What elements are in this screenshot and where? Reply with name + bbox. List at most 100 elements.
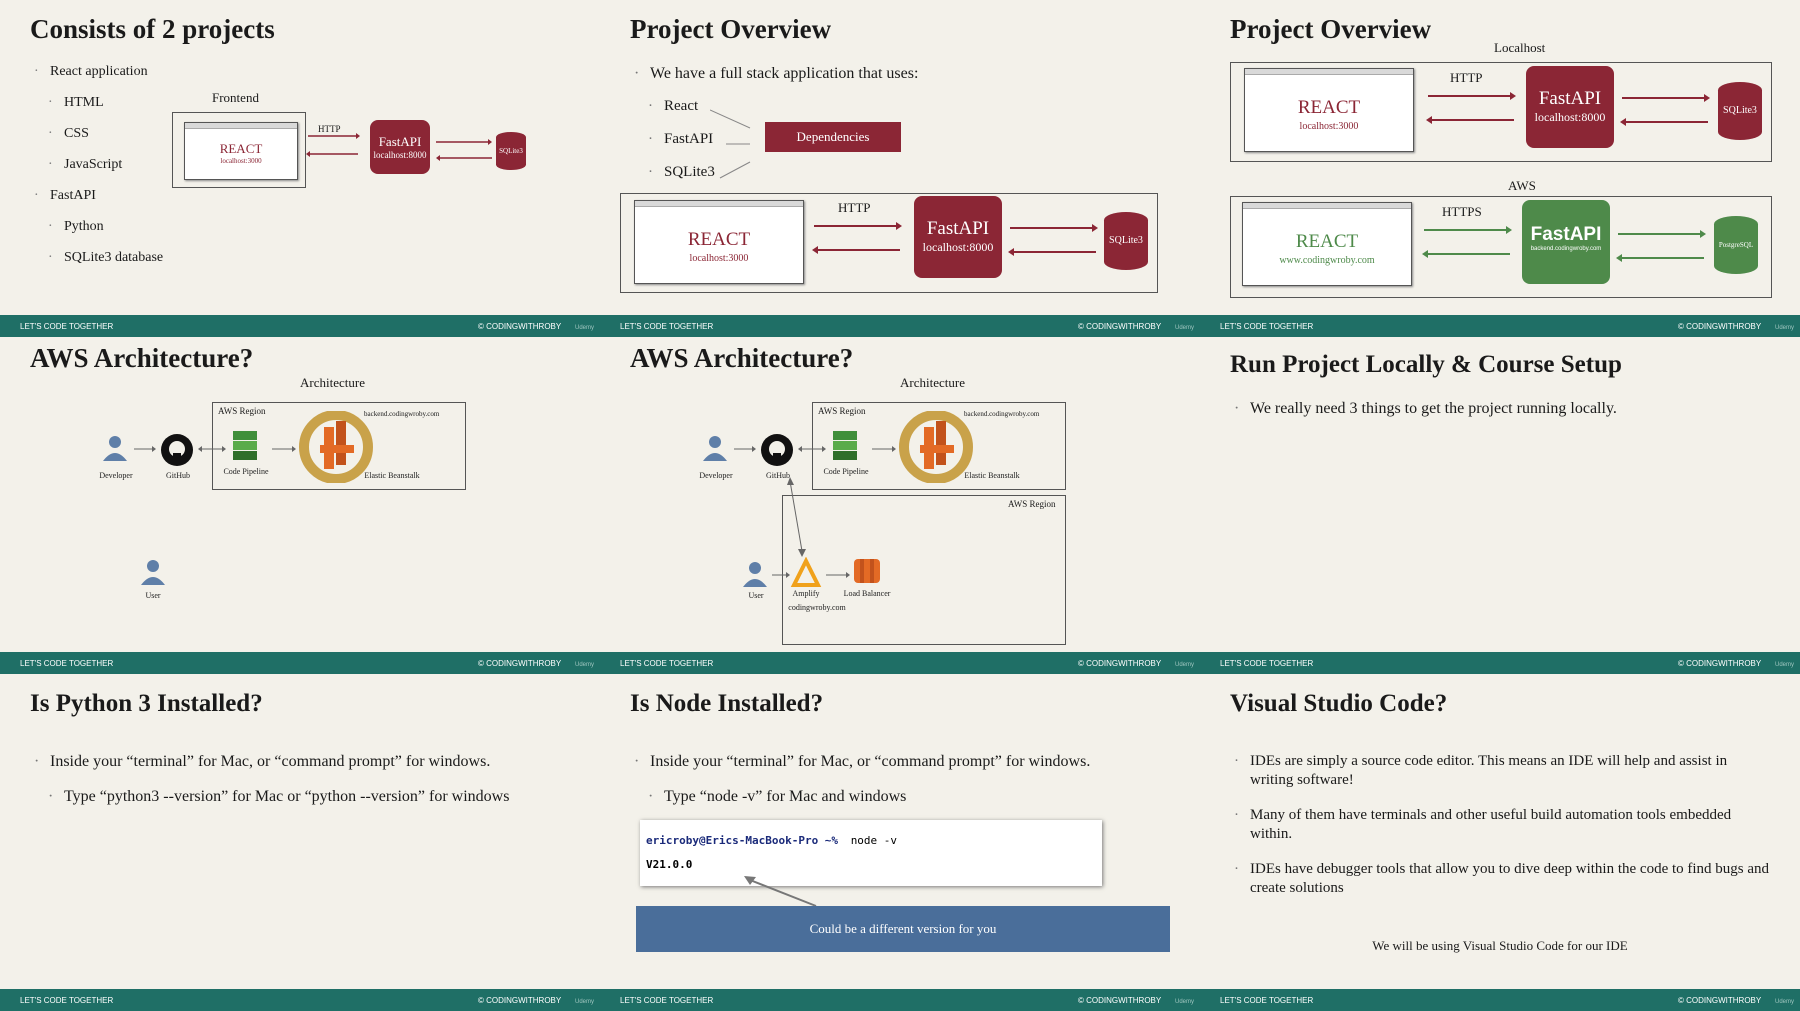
slide-title: AWS Architecture?	[30, 343, 254, 373]
developer-icon	[703, 436, 727, 461]
localhost-label: Localhost	[1494, 40, 1546, 55]
frontend-domain: codingwroby.com	[788, 603, 846, 612]
fastapi-url: localhost:8000	[1534, 110, 1606, 124]
http-label: HTTP	[838, 200, 871, 215]
aws-label: AWS	[1508, 178, 1536, 193]
arrow	[134, 446, 156, 452]
slide-6[interactable]: Run Project Locally & Course Setup We re…	[1200, 337, 1800, 674]
aws-region-label-2: AWS Region	[1008, 499, 1056, 509]
footer-left: LET'S CODE TOGETHER	[1220, 996, 1314, 1005]
arrow	[198, 446, 226, 452]
load-balancer-icon	[854, 559, 880, 583]
arrows	[1426, 92, 1516, 124]
arrows	[436, 139, 492, 161]
bullet-list: We have a full stack application that us…	[630, 64, 918, 196]
slide-8[interactable]: Is Node Installed? Inside your “terminal…	[600, 674, 1200, 1011]
slide-7[interactable]: Is Python 3 Installed? Inside your “term…	[0, 674, 600, 1011]
slide-3[interactable]: Project Overview Localhost REACT localho…	[1200, 0, 1800, 337]
slide-2[interactable]: Project Overview We have a full stack ap…	[600, 0, 1200, 337]
elastic-beanstalk-icon	[899, 411, 973, 483]
slide-4[interactable]: AWS Architecture? Architecture AWS Regio…	[0, 337, 600, 674]
github-icon	[161, 434, 193, 466]
slide-title: Project Overview	[1230, 14, 1432, 44]
fastapi-box: FastAPI localhost:8000	[914, 196, 1002, 278]
bullet: SQLite3	[630, 163, 918, 182]
fastapi-label: FastAPI	[378, 134, 422, 149]
https-label: HTTPS	[1442, 204, 1482, 219]
footer-udemy: Udemy	[1774, 325, 1794, 331]
slide-footer: LET'S CODE TOGETHER © CODINGWITHROBY Ude…	[0, 315, 600, 337]
stack-box	[620, 193, 1158, 293]
arrow	[872, 446, 896, 452]
slide-footer: LET'S CODE TOGETHER © CODINGWITHROBY Ude…	[600, 315, 1200, 337]
react-url: localhost:3000	[220, 157, 262, 165]
bullet: Type “python3 --version” for Mac or “pyt…	[30, 787, 509, 806]
react-label: REACT	[687, 229, 751, 250]
user-icon	[141, 560, 165, 585]
bullet: Type “node -v” for Mac and windows	[630, 787, 1090, 806]
react-label: REACT	[219, 141, 263, 156]
github-caption: GitHub	[166, 471, 190, 480]
pipeline-caption: Code Pipeline	[823, 467, 869, 476]
developer-caption: Developer	[99, 471, 133, 480]
code-pipeline-icon	[233, 431, 257, 460]
footer-left: LET'S CODE TOGETHER	[1220, 322, 1314, 331]
slide-footer: LET'S CODE TOGETHER © CODINGWITHROBY Ude…	[1200, 315, 1800, 337]
bullet: Many of them have terminals and other us…	[1230, 806, 1770, 844]
aws-box	[1230, 196, 1772, 298]
arrow	[787, 477, 806, 557]
slide-title: Project Overview	[630, 14, 832, 44]
bullet: Inside your “terminal” for Mac, or “comm…	[630, 752, 1090, 771]
react-window: REACT localhost:3000	[634, 200, 804, 284]
aws-region-label: AWS Region	[218, 406, 266, 416]
react-label: REACT	[1297, 97, 1361, 118]
slide-9[interactable]: Visual Studio Code? IDEs are simply a so…	[1200, 674, 1800, 1011]
bullet: We have a full stack application that us…	[630, 64, 918, 83]
slide-5[interactable]: AWS Architecture? Architecture AWS Regio…	[600, 337, 1200, 674]
frontend-box	[172, 112, 306, 188]
bullet-list: React application HTML CSS JavaScript Fa…	[30, 62, 163, 279]
slide-footer: LET'S CODE TOGETHER © CODINGWITHROBY Ude…	[1200, 989, 1800, 1011]
react-label: REACT	[1295, 231, 1359, 252]
footer-left: LET'S CODE TOGETHER	[620, 996, 714, 1005]
fastapi-box: FastAPI localhost:8000	[1526, 66, 1614, 148]
fastapi-label: FastAPI	[1538, 88, 1602, 109]
user-caption: User	[748, 591, 764, 600]
fastapi-label: FastAPI	[926, 218, 990, 239]
footer-left: LET'S CODE TOGETHER	[20, 996, 114, 1005]
bullet-list: Inside your “terminal” for Mac, or “comm…	[630, 752, 1090, 818]
arrow	[734, 446, 756, 452]
bullet: React	[630, 97, 918, 116]
slide-1[interactable]: Consists of 2 projects React application…	[0, 0, 600, 337]
user-icon	[743, 562, 767, 587]
fastapi-label: FastAPI	[1530, 224, 1602, 245]
slide-title: Consists of 2 projects	[30, 14, 275, 44]
elastic-beanstalk-icon	[299, 411, 373, 483]
fastapi-url: localhost:8000	[373, 150, 427, 160]
bullet: HTML	[30, 93, 163, 112]
footer-left: LET'S CODE TOGETHER	[20, 659, 114, 668]
bullet: Python	[30, 217, 163, 236]
footer-udemy: Udemy	[574, 662, 594, 668]
version-note: Could be a different version for you	[636, 906, 1170, 952]
slide-title: Run Project Locally & Course Setup	[1230, 351, 1622, 378]
footer-right: © CODINGWITHROBY	[1678, 322, 1762, 331]
aws-region-box	[812, 402, 1066, 490]
architecture-label: Architecture	[300, 375, 365, 390]
arrow	[798, 446, 826, 452]
arrow	[826, 572, 850, 578]
react-window: REACT www.codingwroby.com	[1242, 202, 1412, 286]
footer-right: © CODINGWITHROBY	[1678, 996, 1762, 1005]
arrow	[272, 446, 296, 452]
bullet-list: IDEs are simply a source code editor. Th…	[1230, 752, 1770, 914]
arrows	[306, 133, 360, 157]
bullet: IDEs have debugger tools that allow you …	[1230, 860, 1770, 898]
react-window: REACT localhost:3000	[184, 122, 298, 180]
terminal-output: V21.0.0	[646, 858, 693, 871]
arrows	[1008, 224, 1098, 256]
footer-right: © CODINGWITHROBY	[1678, 659, 1762, 668]
bullet: React application	[30, 62, 163, 81]
terminal-prompt: ericroby@Erics-MacBook-Pro ~%	[646, 834, 839, 847]
footer-udemy: Udemy	[1174, 999, 1194, 1005]
